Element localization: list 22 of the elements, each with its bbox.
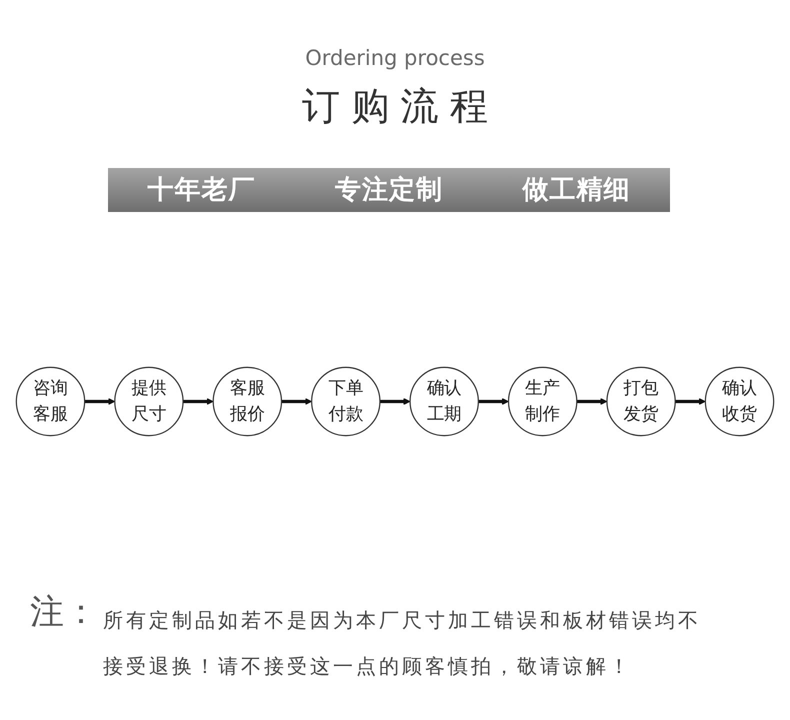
node-circle: 下单付款 — [311, 366, 381, 436]
slogan-text: 十年老厂 — [148, 174, 256, 207]
node-circle: 客服报价 — [212, 366, 282, 436]
slogan-text: 做工精细 — [522, 174, 630, 207]
node-circle: 咨询客服 — [16, 366, 86, 436]
title-text: 订购流程 — [300, 83, 500, 130]
slogan-text: 专注定制 — [334, 174, 443, 207]
arrow — [675, 398, 706, 404]
arrow — [281, 398, 312, 404]
arrow — [84, 398, 116, 404]
arrow — [478, 398, 509, 404]
note-text: 所有定制品如若不是因为本厂尺寸加工错误和板材错误均不接受退换！请不接受这一点的顾客慎拍，敬请谅解！ — [103, 607, 702, 680]
subtitle-text: Ordering process — [305, 45, 485, 72]
note-label: 注： — [30, 591, 98, 634]
node-circle: 打包发货 — [606, 366, 676, 436]
arrow — [380, 398, 410, 404]
node-circle: 提供尺寸 — [114, 366, 184, 436]
node-circle: 确认收货 — [704, 366, 774, 436]
node-circle: 确认工期 — [409, 366, 479, 436]
arrow — [576, 398, 608, 404]
node-circle: 生产制作 — [508, 366, 578, 436]
arrow — [183, 398, 214, 404]
